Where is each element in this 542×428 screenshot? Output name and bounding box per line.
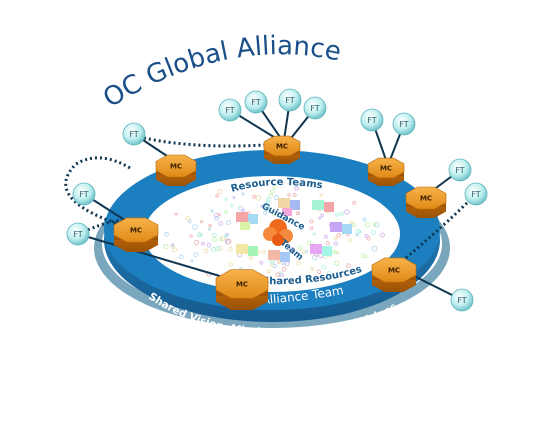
ft-node-label: FT — [225, 106, 234, 115]
mc-node-label: MC — [276, 143, 288, 151]
ft-node-label: FT — [399, 120, 408, 129]
mc-node-label: MC — [380, 165, 392, 173]
resource-team-cluster — [236, 198, 352, 262]
mc-node-label: MC — [130, 227, 142, 235]
ft-node: FT — [278, 88, 302, 112]
mc-node-label: MC — [388, 267, 400, 275]
ft-node: FT — [66, 222, 90, 246]
mc-node: MC — [155, 154, 197, 186]
ft-node-label: FT — [285, 96, 294, 105]
ft-node: FT — [72, 182, 96, 206]
ft-node: FT — [303, 96, 327, 120]
ft-node-label: FT — [457, 296, 466, 305]
mc-node: MC — [405, 186, 447, 218]
ft-node: FT — [122, 122, 146, 146]
ft-node: FT — [448, 158, 472, 182]
ft-node-label: FT — [310, 104, 319, 113]
mc-node-label: MC — [170, 163, 182, 171]
mc-node: MC — [367, 157, 405, 186]
mc-node-label: MC — [236, 281, 248, 289]
ft-node: FT — [464, 182, 488, 206]
mc-node: MC — [263, 135, 301, 164]
guidance-team-badge — [263, 219, 293, 246]
ft-node-label: FT — [251, 98, 260, 107]
ft-node-label: FT — [367, 116, 376, 125]
ft-node-label: FT — [73, 230, 82, 239]
ft-node-label: FT — [455, 166, 464, 175]
ft-node: FT — [392, 112, 416, 136]
ft-node: FT — [244, 90, 268, 114]
ft-node: FT — [218, 98, 242, 122]
mc-node: MC — [215, 269, 269, 310]
mc-node-label: MC — [420, 195, 432, 203]
ft-node: FT — [360, 108, 384, 132]
mc-node: MC — [371, 257, 417, 292]
ft-node-label: FT — [471, 190, 480, 199]
ft-node-label: FT — [129, 130, 138, 139]
ft-node: FT — [450, 288, 474, 312]
ft-node-label: FT — [79, 190, 88, 199]
mc-node: MC — [113, 217, 159, 252]
